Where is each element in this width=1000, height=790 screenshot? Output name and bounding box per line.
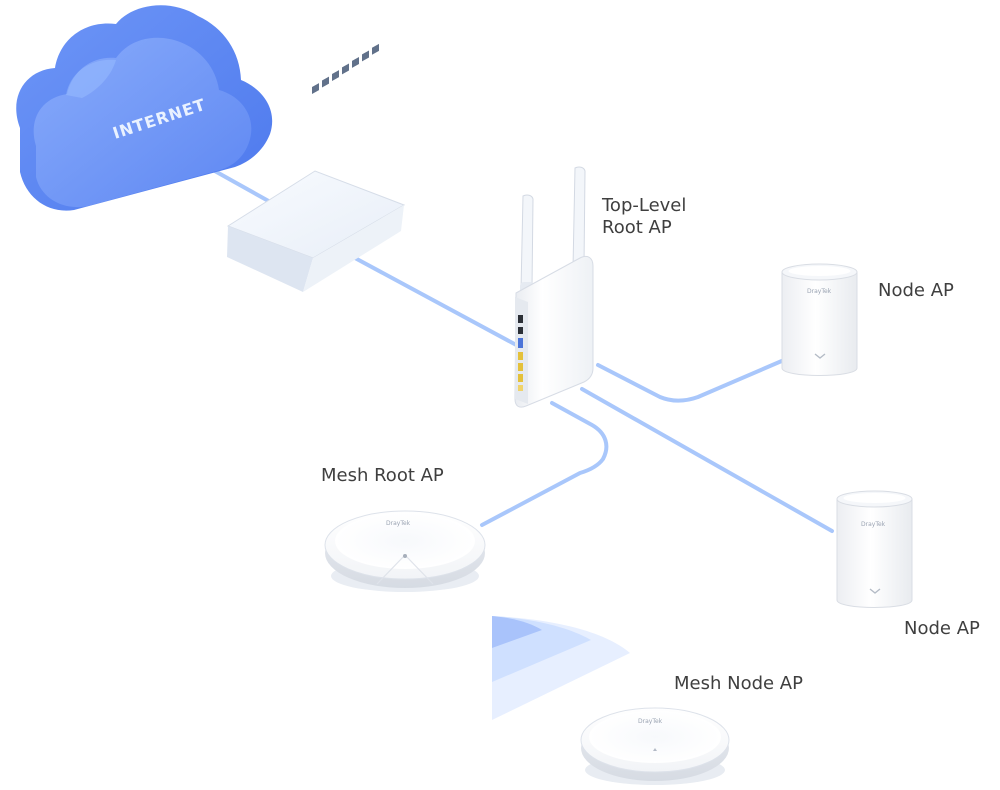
router-ports bbox=[518, 315, 523, 391]
switch-front-face bbox=[303, 205, 404, 292]
cable-root-ap-to-mesh-root-ap bbox=[480, 401, 609, 527]
node-ap-2-top-inner bbox=[843, 493, 906, 503]
cloud-front-layer bbox=[33, 37, 252, 208]
router-body bbox=[514, 255, 594, 408]
mesh-node-ap: DrayTek bbox=[580, 707, 730, 785]
mesh-root-ap-label: Mesh Root AP bbox=[321, 465, 444, 486]
top-level-root-ap-label: Top-Level Root AP bbox=[602, 195, 686, 239]
mesh-root-ap-seam-right bbox=[404, 554, 434, 585]
cloud-edge-highlight bbox=[66, 59, 116, 98]
node-ap-2-brand: DrayTek bbox=[861, 521, 886, 528]
node-ap-2: DrayTek bbox=[836, 490, 913, 608]
mesh-root-ap-seam-left bbox=[376, 554, 406, 585]
switch-ports bbox=[312, 43, 379, 95]
mesh-root-ap-top-glow bbox=[335, 513, 475, 569]
cable-root-ap-to-node-ap-1 bbox=[596, 358, 786, 403]
node-ap-1-body bbox=[781, 265, 858, 376]
cable-switch-to-root-ap bbox=[353, 256, 522, 349]
mesh-root-ap-center-light bbox=[403, 554, 407, 558]
node-ap-2-led bbox=[869, 588, 881, 594]
mesh-root-ap-brand: DrayTek bbox=[386, 520, 411, 527]
router-antenna-left bbox=[520, 194, 534, 291]
mesh-node-ap-led bbox=[653, 748, 657, 751]
mesh-node-ap-top-glow bbox=[589, 711, 721, 763]
cable-root-ap-to-node-ap-2 bbox=[580, 387, 834, 533]
mesh-node-ap-brand: DrayTek bbox=[638, 718, 663, 725]
network-switch bbox=[226, 43, 406, 292]
router-antenna-right bbox=[572, 166, 586, 269]
node-ap-1-brand: DrayTek bbox=[807, 288, 832, 295]
node-ap-2-body bbox=[836, 492, 913, 608]
top-level-root-ap-label-line-2: Root AP bbox=[602, 217, 672, 238]
mesh-root-ap: DrayTek bbox=[324, 510, 486, 592]
internet-cloud: INTERNET bbox=[16, 5, 273, 211]
switch-left-face bbox=[227, 226, 313, 292]
signal-arc-strong bbox=[492, 616, 542, 648]
node-ap-2-label: Node AP bbox=[904, 618, 980, 639]
mesh-node-ap-label: Mesh Node AP bbox=[674, 673, 803, 694]
node-ap-1-label: Node AP bbox=[878, 280, 954, 301]
node-ap-1: DrayTek bbox=[781, 263, 858, 376]
top-level-root-ap bbox=[514, 166, 594, 408]
wireless-signal bbox=[492, 616, 630, 720]
top-level-root-ap-label-line-1: Top-Level bbox=[602, 195, 687, 216]
node-ap-1-led bbox=[814, 353, 826, 359]
node-ap-1-top-inner bbox=[788, 266, 851, 276]
